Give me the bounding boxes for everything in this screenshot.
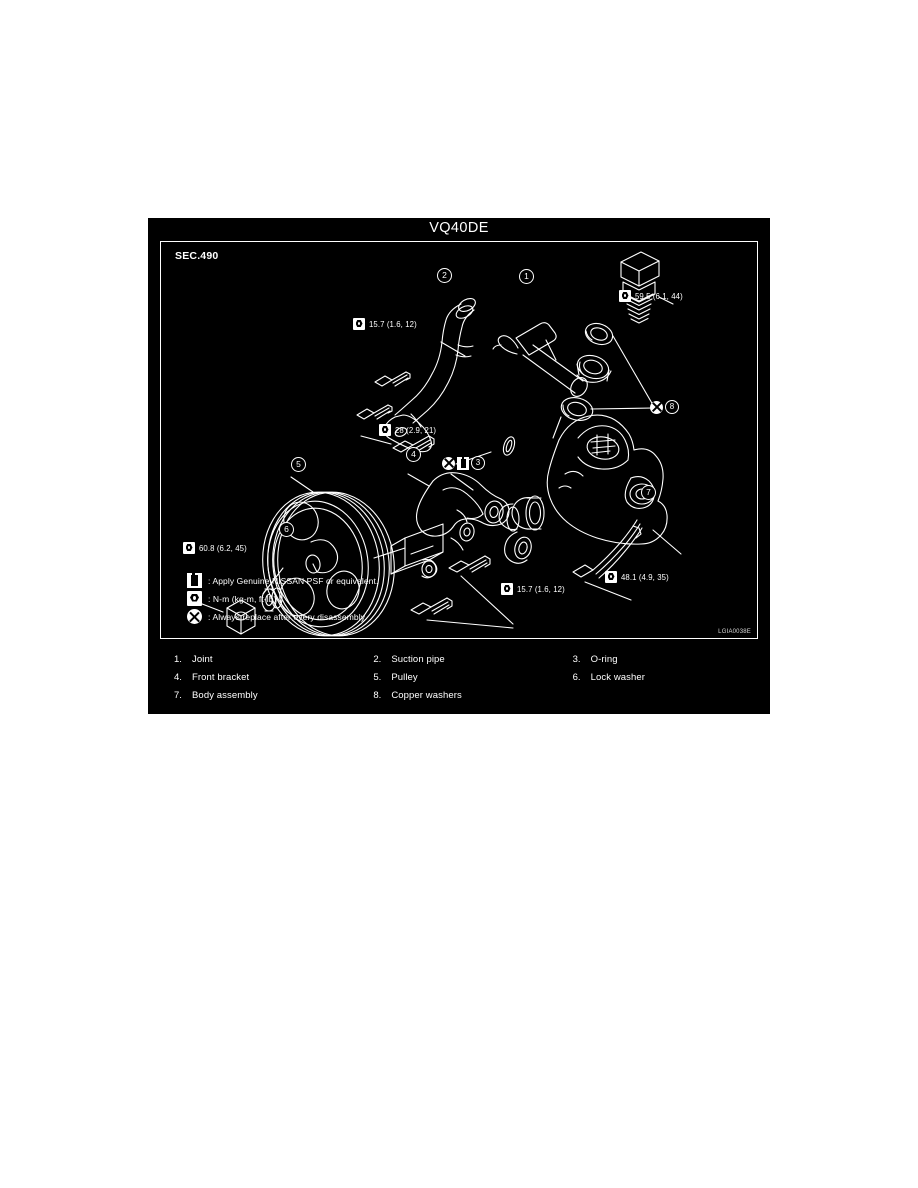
torque-callout-joint: 59.5 (6.1, 44) <box>619 290 683 302</box>
parts-row: 1. Joint 2. Suction pipe 3. O-ring <box>160 650 758 668</box>
part-name: Copper washers <box>391 689 462 701</box>
torque-value: 60.8 (6.2, 45) <box>199 543 247 553</box>
part-item-8: 8. Copper washers <box>359 690 558 701</box>
part-name: Joint <box>192 653 213 665</box>
balloon-7: 7 <box>641 485 656 500</box>
balloon-1: 1 <box>519 269 534 284</box>
legend-text: : N-m (kg-m, ft-lb) <box>208 593 277 604</box>
torque-callout-pulley-nut: 60.8 (6.2, 45) <box>183 542 247 554</box>
part-name: Pulley <box>391 671 418 683</box>
torque-value: 15.7 (1.6, 12) <box>517 584 565 594</box>
torque-nut-icon <box>605 571 617 583</box>
balloon-8: 8 <box>665 400 679 414</box>
psf-bottle-icon <box>187 573 202 588</box>
balloon-5: 5 <box>291 457 306 472</box>
replace-x-icon <box>650 400 663 414</box>
part-number: 5. <box>373 671 382 683</box>
legend-row-torque: : N-m (kg-m, ft-lb) <box>187 590 587 607</box>
torque-value: 28 (2.9, 21) <box>395 425 437 435</box>
part-item-1: 1. Joint <box>160 654 359 665</box>
part-name: Lock washer <box>590 671 646 683</box>
legend-text: : Apply Genuine NISSAN PSF or equivalent… <box>208 575 379 586</box>
balloon-2: 2 <box>437 268 452 283</box>
part-item-6: 6. Lock washer <box>559 672 758 683</box>
part-item-3: 3. O-ring <box>559 654 758 665</box>
balloon-4: 4 <box>406 447 421 462</box>
part-number: 2. <box>373 653 382 665</box>
figure-panel: VQ40DE <box>148 218 770 714</box>
part-name: Suction pipe <box>391 653 445 665</box>
parts-list: 1. Joint 2. Suction pipe 3. O-ring 4. Fr… <box>160 650 758 704</box>
part-item-4: 4. Front bracket <box>160 672 359 683</box>
torque-value: 15.7 (1.6, 12) <box>369 319 417 329</box>
copper-washers-marker: 8 <box>650 400 679 414</box>
part-item-7: 7. Body assembly <box>160 690 359 701</box>
parts-row: 4. Front bracket 5. Pulley 6. Lock washe… <box>160 668 758 686</box>
parts-row: 7. Body assembly 8. Copper washers <box>160 686 758 704</box>
torque-nut-icon <box>353 318 365 330</box>
legend-row-replace: : Always replace after every disassembly… <box>187 608 587 625</box>
part-item-5: 5. Pulley <box>359 672 558 683</box>
torque-callout-suction-pipe: 15.7 (1.6, 12) <box>353 318 417 330</box>
illustration-box: SEC.490 LGIA0038E 2 1 4 5 6 7 8 3 59.5 (… <box>160 241 758 639</box>
o-ring-marker: 3 <box>442 456 485 470</box>
part-number: 4. <box>174 671 182 683</box>
part-number: 7. <box>174 689 182 701</box>
torque-callout-body-bolt: 48.1 (4.9, 35) <box>605 571 669 583</box>
legend-row-psf: : Apply Genuine NISSAN PSF or equivalent… <box>187 572 587 589</box>
part-number: 1. <box>174 653 182 665</box>
section-label: SEC.490 <box>175 250 219 262</box>
torque-callout-bracket-bolt: 15.7 (1.6, 12) <box>501 583 565 595</box>
balloon-3: 3 <box>471 456 485 470</box>
part-number: 3. <box>572 653 581 665</box>
exploded-view-line-art <box>196 251 682 637</box>
replace-x-icon <box>442 456 455 470</box>
replace-x-icon <box>187 609 202 624</box>
torque-nut-icon <box>379 424 391 436</box>
torque-nut-icon <box>187 591 202 606</box>
figure-title: VQ40DE <box>429 220 489 236</box>
part-name: Front bracket <box>192 671 250 683</box>
part-name: O-ring <box>590 653 618 665</box>
torque-callout-front-bracket: 28 (2.9, 21) <box>379 424 436 436</box>
part-number: 6. <box>572 671 581 683</box>
legend: : Apply Genuine NISSAN PSF or equivalent… <box>187 572 587 626</box>
part-name: Body assembly <box>192 689 258 701</box>
torque-value: 59.5 (6.1, 44) <box>635 291 683 301</box>
part-item-2: 2. Suction pipe <box>359 654 558 665</box>
torque-nut-icon <box>619 290 631 302</box>
balloon-6: 6 <box>279 522 294 537</box>
torque-value: 48.1 (4.9, 35) <box>621 572 669 582</box>
drawing-id: LGIA0038E <box>718 629 751 635</box>
legend-text: : Always replace after every disassembly… <box>208 611 367 622</box>
torque-nut-icon <box>183 542 195 554</box>
part-number: 8. <box>373 689 382 701</box>
torque-nut-icon <box>501 583 513 595</box>
psf-bottle-icon <box>457 456 469 470</box>
